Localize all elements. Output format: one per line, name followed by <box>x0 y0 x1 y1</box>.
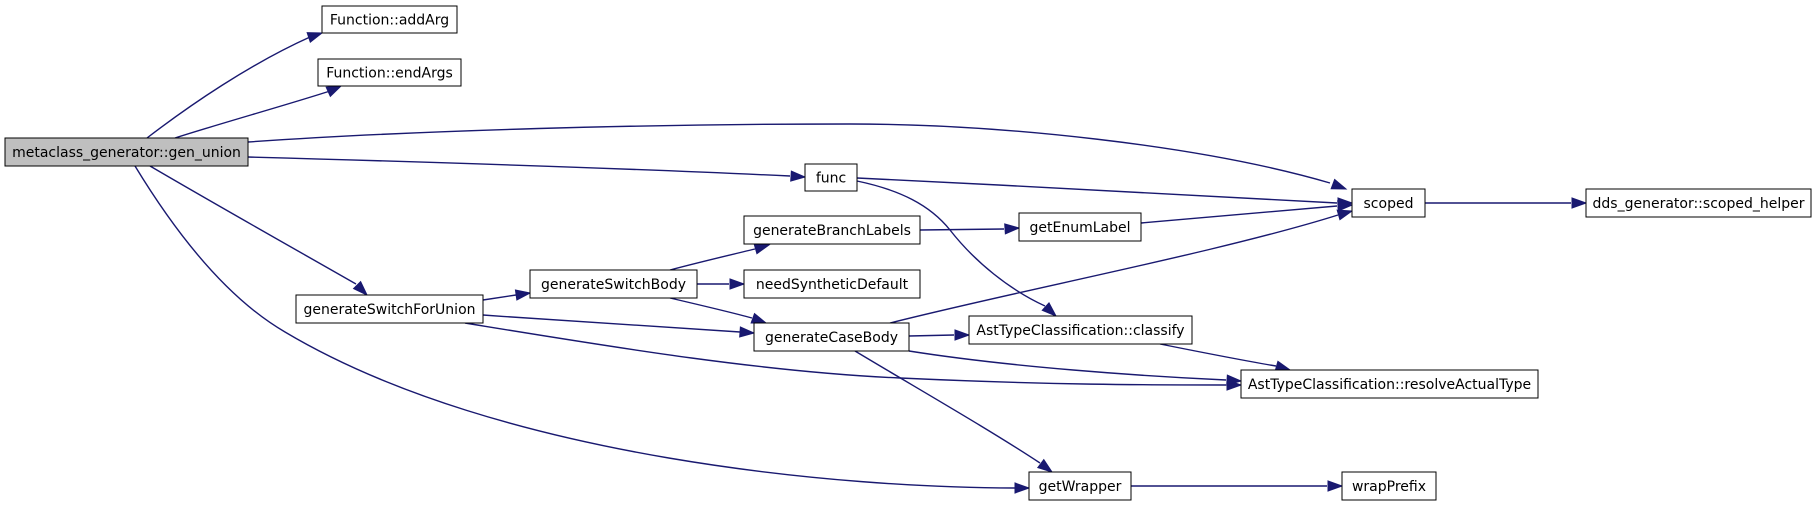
edge-genCaseBody-to-classify <box>908 329 971 341</box>
node-genSwitchBody[interactable]: generateSwitchBody <box>529 269 698 299</box>
arrowhead-icon <box>1226 374 1243 386</box>
node-label: generateSwitchBody <box>541 277 686 293</box>
node-scoped[interactable]: scoped <box>1351 188 1426 218</box>
edge-scoped-to-scoped_helper <box>1425 197 1588 209</box>
node-label: AstTypeClassification::classify <box>976 323 1184 339</box>
edge-layer <box>134 32 1588 494</box>
edge-func-to-scoped <box>856 177 1354 209</box>
node-label: needSyntheticDefault <box>756 277 909 293</box>
edge-gen_union-to-genSwitchForUnion <box>149 165 369 297</box>
arrowhead-icon <box>325 85 343 98</box>
edge-getEnumLabel-to-scoped <box>1140 200 1354 224</box>
node-getWrapper[interactable]: getWrapper <box>1028 471 1132 501</box>
arrowhead-icon <box>1571 197 1588 209</box>
arrowhead-icon <box>750 312 768 324</box>
node-label: wrapPrefix <box>1352 479 1426 495</box>
edge-genBranchLabels-to-getEnumLabel <box>919 223 1021 235</box>
edge-gen_union-to-scoped <box>247 123 1348 190</box>
edge-gen_union-to-func <box>247 156 807 182</box>
arrowhead-icon <box>790 170 807 182</box>
node-endArgs[interactable]: Function::endArgs <box>317 58 462 87</box>
arrowhead-icon <box>514 289 532 301</box>
node-label: func <box>816 171 846 187</box>
edge-getWrapper-to-wrapPrefix <box>1131 480 1344 492</box>
arrowhead-icon <box>753 243 771 255</box>
arrowhead-icon <box>352 280 369 297</box>
node-label: generateCaseBody <box>765 330 898 346</box>
node-label: getEnumLabel <box>1030 220 1131 236</box>
arrowhead-icon <box>1336 209 1354 221</box>
arrowhead-icon <box>306 32 324 44</box>
node-genSwitchForUnion[interactable]: generateSwitchForUnion <box>295 294 484 324</box>
node-addArg[interactable]: Function::addArg <box>321 5 458 34</box>
node-gen_union[interactable]: metaclass_generator::gen_union <box>4 137 249 167</box>
node-genBranchLabels[interactable]: generateBranchLabels <box>743 215 921 245</box>
edge-genCaseBody-to-getWrapper <box>854 350 1054 473</box>
node-layer: metaclass_generator::gen_union Function::… <box>4 5 1812 501</box>
node-label: scoped <box>1364 196 1414 212</box>
arrowhead-icon <box>1041 302 1058 318</box>
arrowhead-icon <box>954 329 971 341</box>
node-label: AstTypeClassification::resolveActualType <box>1248 377 1531 393</box>
node-label: generateSwitchForUnion <box>303 302 475 318</box>
edge-gen_union-to-addArg <box>146 32 324 139</box>
node-scoped_helper[interactable]: dds_generator::scoped_helper <box>1585 188 1812 218</box>
node-label: Function::addArg <box>330 13 449 29</box>
node-func[interactable]: func <box>804 163 858 192</box>
edge-genSwitchBody-to-needSynthDefault <box>697 278 746 290</box>
edge-genSwitchBody-to-genBranchLabels <box>669 243 771 271</box>
node-wrapPrefix[interactable]: wrapPrefix <box>1341 471 1437 501</box>
arrowhead-icon <box>1036 458 1054 473</box>
node-label: metaclass_generator::gen_union <box>12 145 241 161</box>
arrowhead-icon <box>729 278 746 290</box>
arrowhead-icon <box>1327 480 1344 492</box>
node-label: Function::endArgs <box>326 66 453 82</box>
arrowhead-icon <box>1014 482 1031 494</box>
node-label: dds_generator::scoped_helper <box>1593 196 1805 212</box>
arrowhead-icon <box>739 326 756 338</box>
node-label: generateBranchLabels <box>753 223 911 239</box>
arrowhead-icon <box>1004 223 1021 235</box>
edge-classify-to-resolveActualType <box>1159 343 1292 372</box>
arrowhead-icon <box>1337 200 1354 212</box>
edge-gen_union-to-getWrapper <box>134 165 1031 494</box>
edge-genSwitchForUnion-to-genCaseBody <box>482 314 756 338</box>
node-genCaseBody[interactable]: generateCaseBody <box>753 322 910 352</box>
edge-gen_union-to-endArgs <box>174 85 343 139</box>
edge-genCaseBody-to-resolveActualType <box>908 350 1243 386</box>
edge-genSwitchBody-to-genCaseBody <box>669 297 768 324</box>
arrowhead-icon <box>1330 178 1348 190</box>
node-needSynthDefault[interactable]: needSyntheticDefault <box>743 269 921 299</box>
node-getEnumLabel[interactable]: getEnumLabel <box>1018 212 1142 242</box>
node-resolveActualType[interactable]: AstTypeClassification::resolveActualType <box>1240 369 1539 399</box>
node-label: getWrapper <box>1039 479 1122 495</box>
node-classify[interactable]: AstTypeClassification::classify <box>968 315 1193 345</box>
edge-genSwitchForUnion-to-genSwitchBody <box>482 289 532 301</box>
edge-genCaseBody-to-scoped <box>889 209 1354 324</box>
